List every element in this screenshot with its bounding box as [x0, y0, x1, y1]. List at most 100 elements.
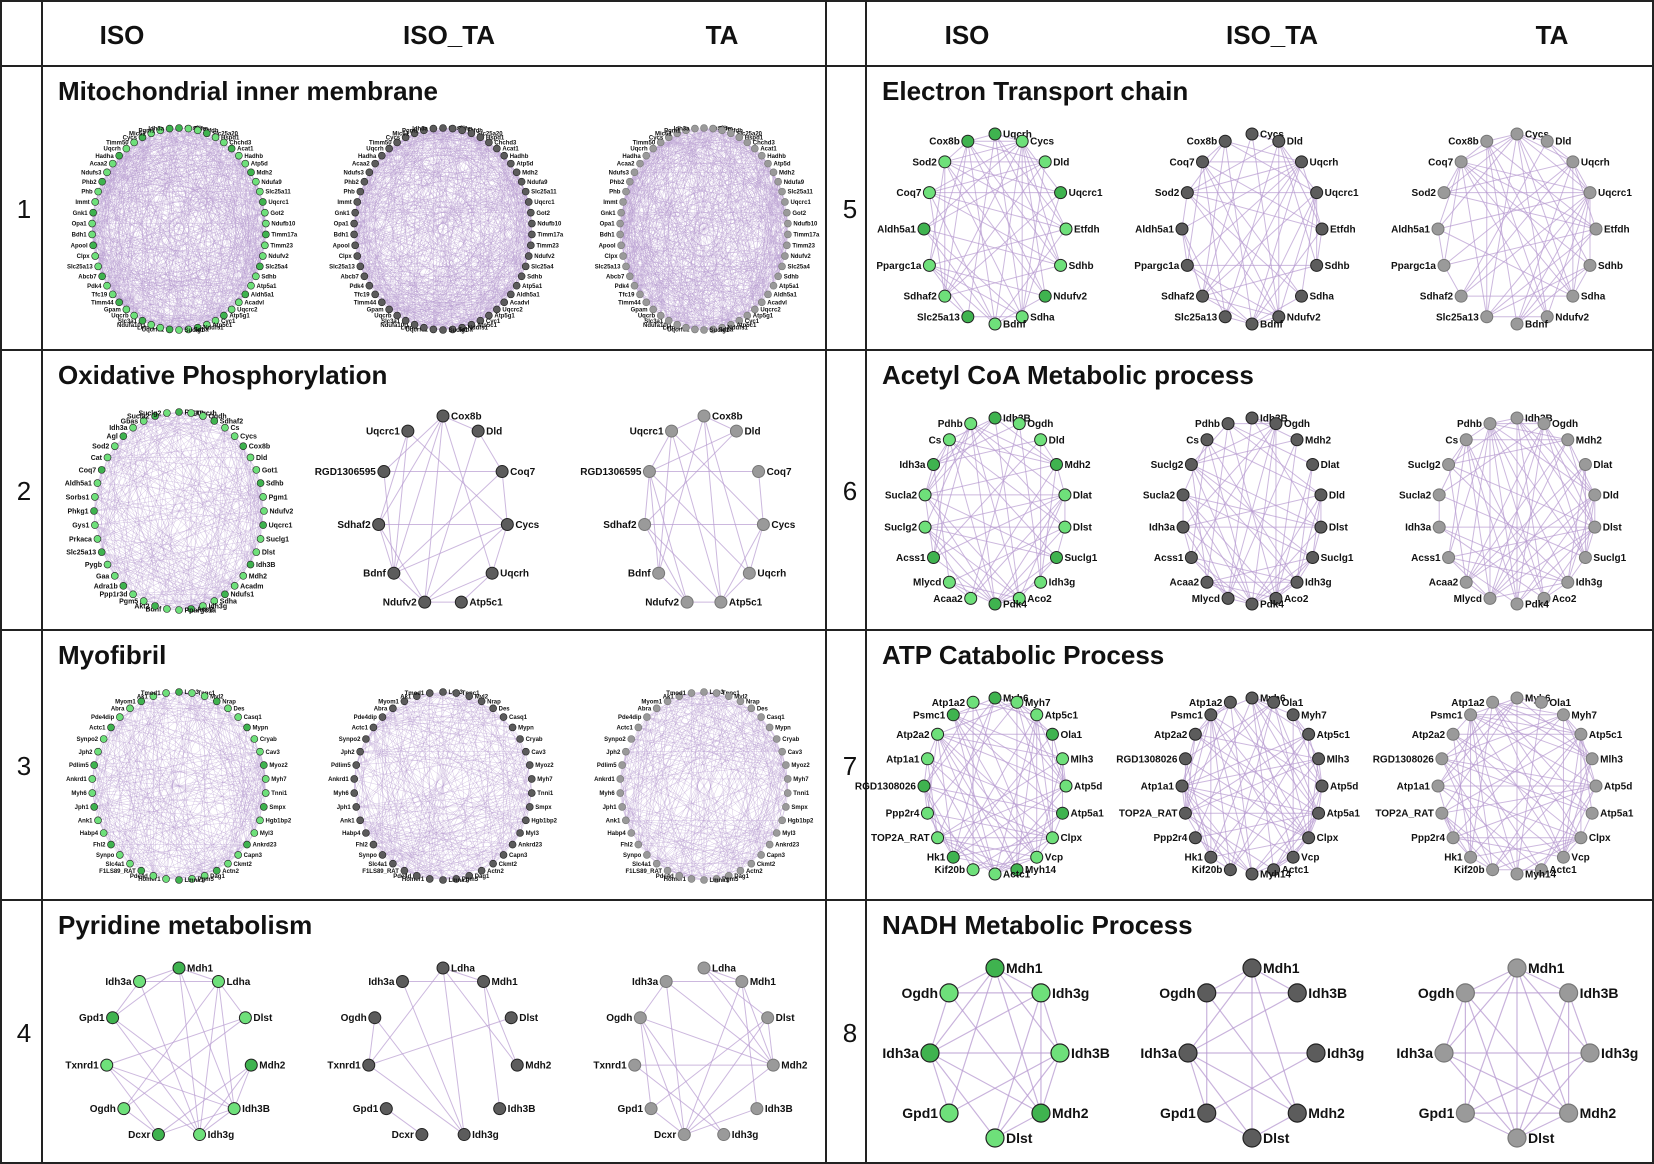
network-edge	[414, 133, 444, 331]
gene-node	[116, 713, 124, 721]
gene-node	[1459, 575, 1473, 589]
gene-node	[1310, 258, 1324, 272]
gene-node	[1010, 695, 1024, 709]
network-edge	[357, 142, 398, 257]
network-edge	[652, 148, 714, 330]
network-edge	[639, 212, 788, 295]
network-edge	[97, 820, 131, 864]
gene-label: Ndufs3	[343, 170, 364, 176]
network-edge	[1516, 837, 1582, 875]
gene-label: Phb	[343, 190, 355, 196]
network-edge	[994, 295, 1046, 325]
gene-label: Ank1	[606, 818, 621, 824]
gene-label: Cyc1	[486, 319, 501, 325]
gene-node	[697, 961, 711, 975]
network-ta: Idh3BOgdhMdh2DlatDldDlstSuclg1Idh3gAco2P…	[1399, 411, 1627, 611]
gene-node	[187, 409, 195, 417]
gene-node	[1049, 458, 1063, 471]
gene-node	[616, 230, 624, 239]
gene-label: Tfc19	[619, 292, 635, 298]
network-edge	[631, 832, 680, 877]
network-edge	[360, 820, 457, 880]
gene-node	[1196, 289, 1210, 303]
network-edge	[123, 435, 257, 553]
network-edge	[1443, 133, 1518, 194]
network-edge	[650, 1108, 685, 1135]
gene-node	[516, 735, 524, 743]
gene-label: Ak1	[663, 694, 675, 700]
gene-label: Nrap	[487, 699, 501, 705]
gene-node	[782, 761, 790, 769]
gene-node	[1566, 155, 1580, 169]
gene-label: Actc1	[352, 725, 369, 731]
network-edge	[382, 716, 513, 728]
gene-label: Phb2	[610, 180, 625, 186]
gene-node	[235, 298, 243, 307]
network-edge	[359, 708, 394, 821]
gene-label: Atp5g1	[753, 314, 774, 320]
gene-node	[508, 723, 517, 732]
network-edge	[639, 981, 667, 1018]
network-edge	[928, 192, 946, 297]
network-edge	[952, 714, 1038, 858]
gene-label: Ogdh	[1284, 419, 1310, 430]
gene-node	[429, 124, 438, 133]
network-edge	[1251, 192, 1318, 325]
gene-node	[917, 222, 931, 236]
gene-label: Ogdh	[90, 1104, 116, 1115]
network-edge	[639, 133, 678, 295]
network-edge	[638, 727, 788, 794]
gene-label: Idh3a	[1405, 523, 1432, 534]
network-edge	[620, 130, 687, 213]
network-edge	[359, 738, 367, 821]
network-edge	[972, 702, 1038, 858]
network-edge	[656, 806, 786, 864]
network-edge	[665, 981, 685, 1135]
network-edge	[373, 695, 417, 728]
gene-label: Chchd3	[494, 141, 517, 147]
gene-label: RGD1308026	[1116, 754, 1178, 765]
network-edge	[94, 412, 192, 498]
network-edge	[519, 792, 532, 834]
gene-node	[467, 320, 476, 329]
gene-node	[964, 417, 978, 431]
network-edge	[97, 691, 180, 821]
gene-label: Des	[499, 706, 511, 712]
gene-label: Vcp	[1571, 853, 1589, 864]
network-edge	[703, 127, 769, 295]
network-edge	[216, 701, 261, 752]
network-edge	[667, 701, 788, 780]
network-edge	[126, 302, 239, 310]
gene-label: Dag1	[475, 874, 490, 880]
network-edge	[107, 445, 244, 458]
gene-node	[184, 325, 193, 334]
gene-node	[1583, 258, 1597, 272]
network-edge	[141, 701, 193, 880]
network-edge	[691, 692, 730, 876]
network-edge	[110, 701, 142, 845]
network-edge	[132, 538, 261, 595]
gene-label: Myoz2	[269, 763, 288, 769]
gene-node	[147, 320, 156, 329]
gene-label: Lmna1	[185, 878, 205, 884]
network-edge	[433, 128, 533, 235]
network-edge	[91, 223, 216, 321]
network-edge	[924, 526, 972, 599]
gene-label: Ogdh	[1552, 419, 1578, 430]
gene-node	[622, 747, 630, 756]
gene-label: Mdh2	[259, 1061, 286, 1072]
network-edge	[648, 471, 660, 574]
network-edge	[103, 717, 121, 834]
network-edge	[694, 128, 762, 156]
gene-node	[504, 1011, 518, 1025]
gene-label: Myl3	[526, 831, 540, 837]
network-edge	[190, 594, 226, 610]
network-edge	[369, 285, 505, 303]
network-edge	[129, 708, 193, 880]
network-edge	[924, 494, 1020, 599]
gene-node	[1464, 708, 1478, 722]
network-edge	[923, 702, 974, 787]
network-edge	[191, 693, 217, 871]
gene-label: Cycs	[386, 135, 401, 141]
gene-node	[1483, 591, 1497, 605]
